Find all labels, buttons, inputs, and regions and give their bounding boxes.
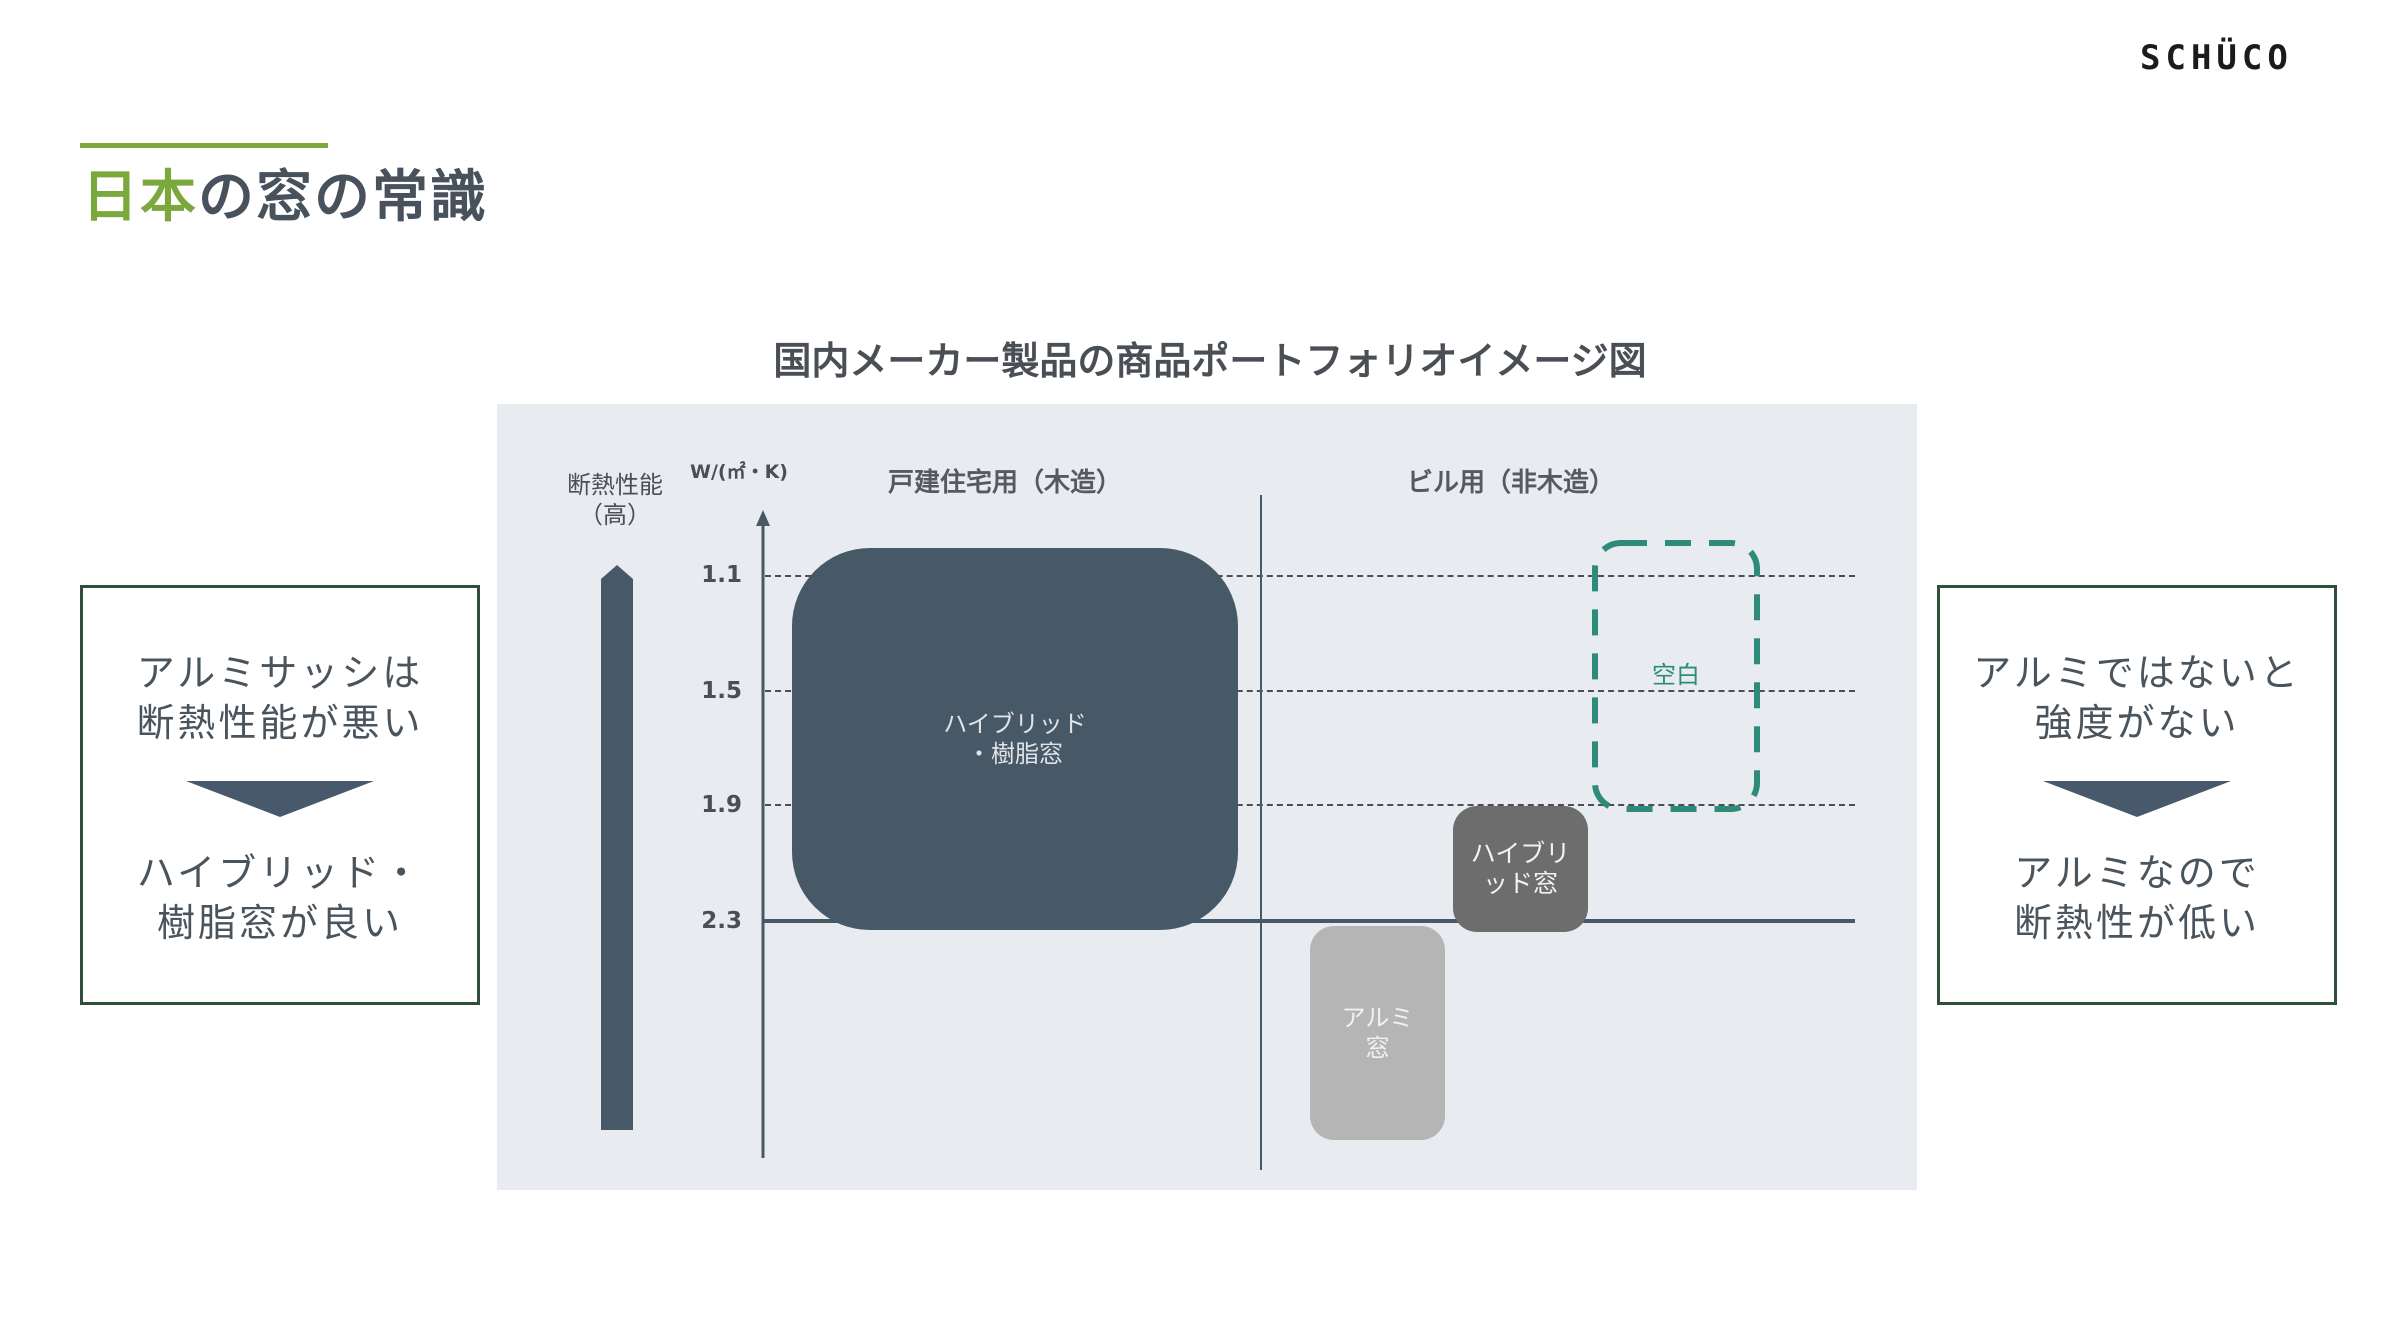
blank-region-box [1592, 540, 1760, 812]
hybrid-window-box: ハイブリ ッド窓 [1453, 806, 1588, 932]
right-info-box: アルミではないと 強度がない アルミなので 断熱性が低い [1937, 585, 2337, 1005]
category-wood: 戸建住宅用（木造） [888, 468, 1123, 498]
hybrid-resin-label-line2: ・樹脂窓 [967, 740, 1063, 768]
tick-1-1: 1.1 [701, 562, 742, 588]
aluminum-label-line1: アルミ [1341, 1004, 1414, 1032]
category-building: ビル用（非木造） [1407, 468, 1616, 498]
left-box-bottom-line1: ハイブリッド・ [136, 851, 424, 895]
unit-label: W/(㎡・K) [690, 461, 788, 483]
left-box-bottom-line2: 樹脂窓が良い [156, 901, 403, 945]
hybrid-label-line2: ッド窓 [1482, 869, 1558, 898]
tick-2-3: 2.3 [701, 908, 742, 934]
hybrid-resin-window-box: ハイブリッド ・樹脂窓 [792, 548, 1238, 930]
aluminum-label-line2: 窓 [1365, 1034, 1390, 1062]
left-box-top-line1: アルミサッシは [136, 651, 424, 695]
gauge-label-line2: （高） [579, 501, 651, 529]
tick-1-9: 1.9 [701, 792, 742, 818]
blank-region-label: 空白 [1652, 661, 1700, 689]
gridline-1-5 [765, 690, 1855, 692]
right-box-top-line1: アルミではないと [1973, 651, 2301, 695]
right-box-bottom-line2: 断熱性が低い [2013, 901, 2260, 945]
chart-title: 国内メーカー製品の商品ポートフォリオイメージ図 [773, 339, 1647, 383]
baseline-2-3 [763, 919, 1855, 923]
right-box-bottom-line1: アルミなので [2014, 851, 2260, 895]
hybrid-label-line1: ハイブリ [1470, 839, 1571, 868]
right-box-top-line2: 強度がない [2034, 701, 2240, 745]
page-title-rest: の窓の常識 [198, 165, 488, 230]
gridline-1-9 [765, 804, 1855, 806]
left-info-box: アルミサッシは 断熱性能が悪い ハイブリッド・ 樹脂窓が良い [80, 585, 480, 1005]
gauge-label-line1: 断熱性能 [567, 471, 663, 499]
tick-1-5: 1.5 [701, 678, 742, 704]
column-divider [1260, 495, 1262, 1170]
insulation-gauge-label: 断熱性能 （高） [555, 470, 675, 530]
schuco-logo: SCHÜCO [2140, 38, 2293, 78]
y-axis [756, 510, 770, 1158]
aluminum-window-box: アルミ 窓 [1310, 926, 1445, 1140]
gridline-1-1 [765, 575, 1855, 577]
page-title-highlight: 日本 [82, 165, 198, 230]
down-arrow-icon [2043, 781, 2231, 817]
insulation-gauge-arrow-icon [601, 565, 633, 1130]
down-arrow-icon [186, 781, 374, 817]
title-accent-rule [80, 143, 328, 148]
page-title: 日本の窓の常識 [82, 160, 488, 236]
left-box-top-line2: 断熱性能が悪い [136, 701, 424, 745]
hybrid-resin-label-line1: ハイブリッド [943, 710, 1087, 738]
